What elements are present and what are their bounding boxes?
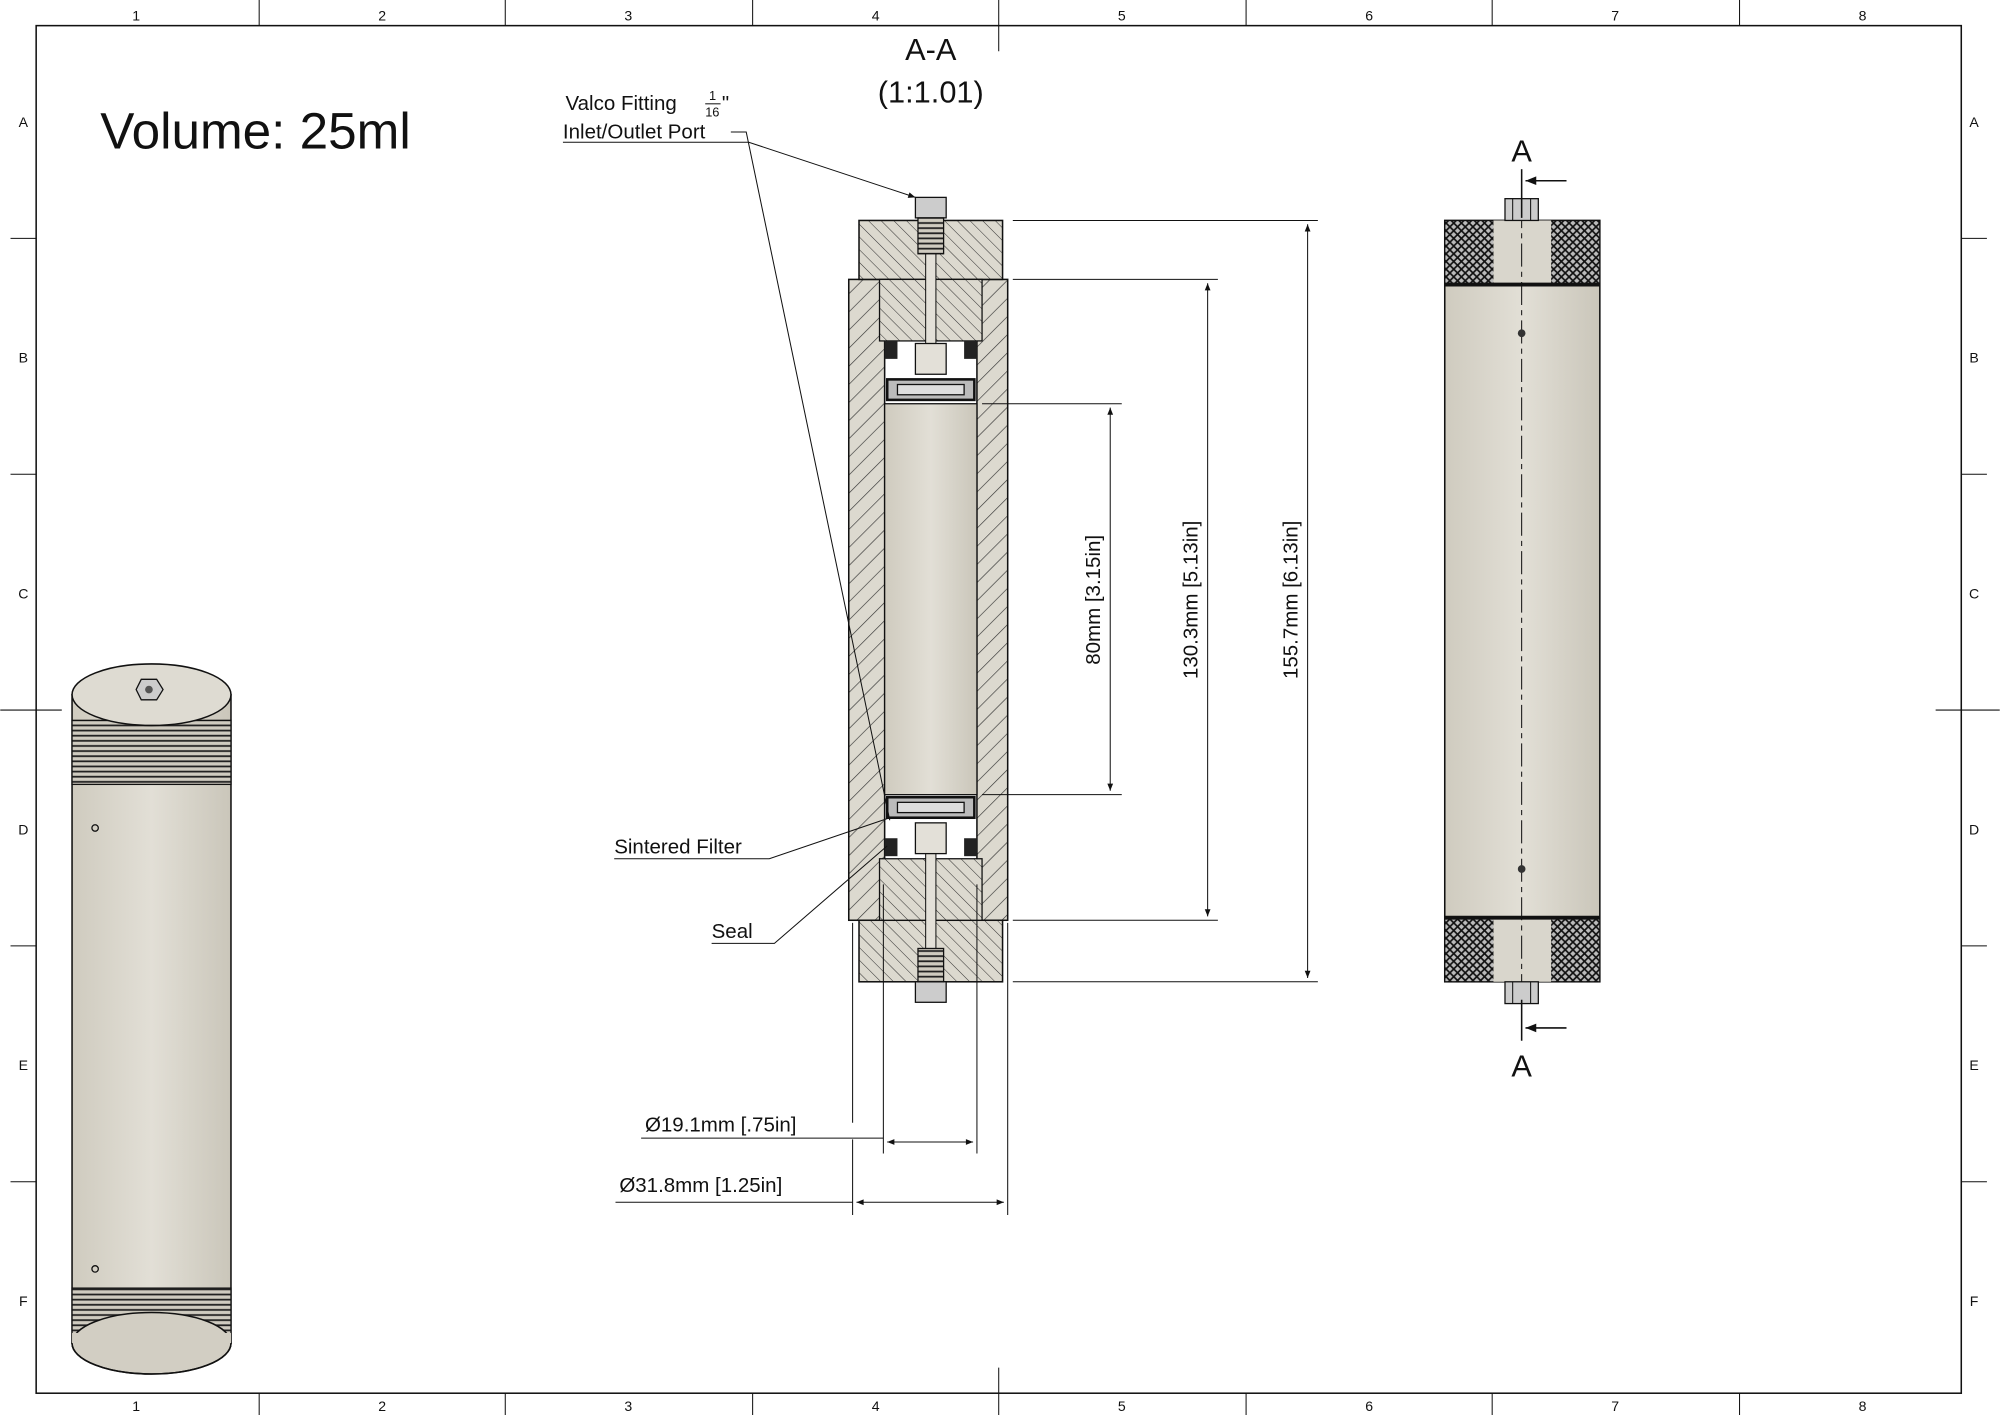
dimension-overall-length: 155.7mm [6.13in] bbox=[1012, 219, 1318, 983]
svg-text:4: 4 bbox=[872, 8, 880, 24]
svg-text:Ø31.8mm [1.25in]: Ø31.8mm [1.25in] bbox=[619, 1174, 782, 1197]
fitting-callout: Valco Fitting 1 16 " Inlet/Outlet Port bbox=[562, 88, 916, 821]
svg-text:Inlet/Outlet Port: Inlet/Outlet Port bbox=[563, 120, 706, 143]
svg-text:1: 1 bbox=[132, 8, 140, 24]
row-labels-left: A B C D E F bbox=[18, 114, 28, 1309]
section-name: A-A bbox=[905, 32, 957, 67]
svg-text:3: 3 bbox=[624, 8, 632, 24]
svg-text:E: E bbox=[1969, 1057, 1978, 1073]
svg-text:7: 7 bbox=[1611, 8, 1619, 24]
svg-text:B: B bbox=[1969, 350, 1978, 366]
svg-text:3: 3 bbox=[624, 1398, 632, 1414]
svg-text:2: 2 bbox=[378, 8, 386, 24]
dimension-bore-length: 80mm [3.15in] bbox=[982, 403, 1122, 796]
bottom-filter-icon bbox=[885, 795, 976, 820]
svg-text:C: C bbox=[1969, 586, 1979, 602]
svg-text:Seal: Seal bbox=[712, 920, 753, 943]
section-scale: (1:1.01) bbox=[878, 75, 984, 110]
section-marker-bottom: A bbox=[1511, 999, 1567, 1084]
column-labels-top: 1 2 3 4 5 6 7 8 bbox=[132, 8, 1866, 24]
svg-text:Sintered Filter: Sintered Filter bbox=[614, 836, 742, 859]
svg-text:130.3mm [5.13in]: 130.3mm [5.13in] bbox=[1179, 521, 1202, 679]
svg-text:7: 7 bbox=[1611, 1398, 1619, 1414]
svg-text:Valco Fitting: Valco Fitting bbox=[566, 92, 677, 115]
svg-text:2: 2 bbox=[378, 1398, 386, 1414]
svg-text:A: A bbox=[19, 114, 29, 130]
svg-text:D: D bbox=[1969, 821, 1979, 837]
svg-text:A: A bbox=[1511, 133, 1532, 168]
svg-text:8: 8 bbox=[1859, 1398, 1867, 1414]
svg-text:": " bbox=[722, 92, 729, 115]
filter-callout: Sintered Filter bbox=[614, 817, 890, 860]
svg-text:B: B bbox=[19, 350, 28, 366]
dimension-body-length: 130.3mm [5.13in] bbox=[1012, 278, 1218, 921]
row-labels-right: A B C D E F bbox=[1969, 114, 1979, 1309]
dimension-inner-diameter: Ø19.1mm [.75in] bbox=[641, 884, 1009, 1216]
svg-text:80mm [3.15in]: 80mm [3.15in] bbox=[1082, 535, 1105, 665]
volume-label: Volume: 25ml bbox=[100, 103, 411, 160]
top-filter-icon bbox=[885, 378, 976, 402]
svg-text:C: C bbox=[18, 586, 28, 602]
svg-text:6: 6 bbox=[1365, 8, 1373, 24]
svg-text:5: 5 bbox=[1118, 1398, 1126, 1414]
seal-icon bbox=[884, 340, 977, 857]
isometric-view bbox=[71, 663, 232, 1375]
side-view bbox=[1443, 198, 1601, 1005]
svg-text:16: 16 bbox=[705, 105, 719, 120]
section-marker-top: A bbox=[1511, 133, 1567, 218]
svg-text:155.7mm [6.13in]: 155.7mm [6.13in] bbox=[1279, 521, 1302, 679]
svg-text:4: 4 bbox=[872, 1398, 880, 1414]
svg-text:1: 1 bbox=[132, 1398, 140, 1414]
column-labels-bottom: 1 2 3 4 5 6 7 8 bbox=[132, 1398, 1866, 1414]
dimension-outer-diameter: Ø31.8mm [1.25in] bbox=[615, 1174, 1004, 1206]
svg-text:F: F bbox=[19, 1293, 28, 1309]
svg-text:E: E bbox=[19, 1057, 28, 1073]
svg-text:A: A bbox=[1511, 1049, 1532, 1084]
section-view bbox=[847, 196, 1009, 1003]
bottom-nut-icon bbox=[1504, 981, 1539, 1005]
svg-text:F: F bbox=[1970, 1293, 1979, 1309]
svg-text:Ø19.1mm [.75in]: Ø19.1mm [.75in] bbox=[645, 1114, 797, 1137]
fitting-nut-icon bbox=[135, 678, 164, 701]
svg-text:8: 8 bbox=[1859, 8, 1867, 24]
svg-text:A: A bbox=[1969, 114, 1979, 130]
svg-text:5: 5 bbox=[1118, 8, 1126, 24]
svg-text:D: D bbox=[18, 821, 28, 837]
top-fitting-icon bbox=[914, 196, 947, 255]
bottom-fitting-icon bbox=[914, 947, 947, 1003]
seal-callout: Seal bbox=[712, 845, 888, 944]
svg-text:6: 6 bbox=[1365, 1398, 1373, 1414]
svg-text:1: 1 bbox=[709, 88, 716, 103]
